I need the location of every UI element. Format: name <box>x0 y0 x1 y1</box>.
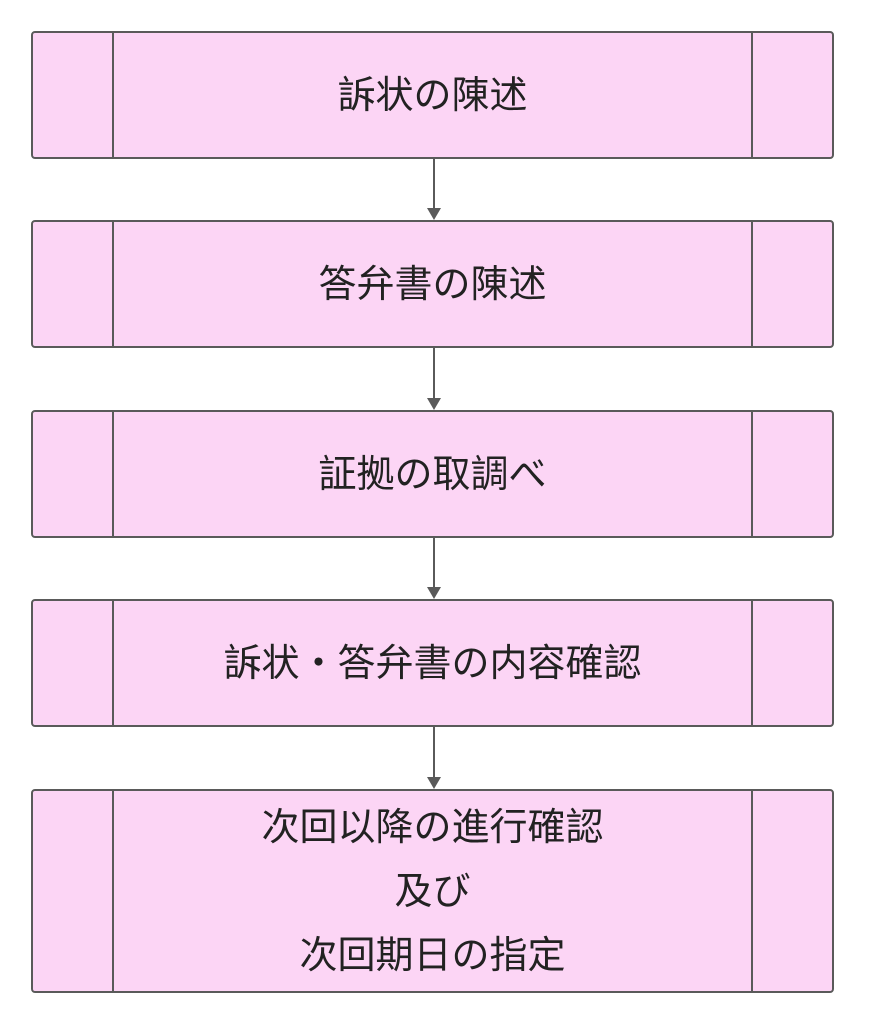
arrow-shaft <box>433 538 435 588</box>
arrow-head <box>427 777 441 789</box>
node-left-bar <box>112 412 114 536</box>
step-3-label: 証拠の取調べ <box>318 452 547 496</box>
node-right-bar <box>751 33 753 157</box>
node-right-bar <box>751 791 753 991</box>
arrow-1-to-2 <box>426 159 442 220</box>
node-left-bar <box>112 33 114 157</box>
arrow-head <box>427 398 441 410</box>
step-2-node: 答弁書の陳述 <box>31 220 834 348</box>
step-3-node: 証拠の取調べ <box>31 410 834 538</box>
arrow-4-to-5 <box>426 727 442 789</box>
step-2-label: 答弁書の陳述 <box>318 262 547 306</box>
arrow-shaft <box>433 727 435 778</box>
node-right-bar <box>751 222 753 346</box>
arrow-shaft <box>433 348 435 399</box>
node-left-bar <box>112 791 114 991</box>
node-right-bar <box>751 601 753 725</box>
arrow-head <box>427 587 441 599</box>
step-1-label: 訴状の陳述 <box>337 73 528 117</box>
node-right-bar <box>751 412 753 536</box>
step-5-node: 次回以降の進行確認 及び 次回期日の指定 <box>31 789 834 993</box>
node-left-bar <box>112 222 114 346</box>
arrow-3-to-4 <box>426 538 442 599</box>
arrow-2-to-3 <box>426 348 442 410</box>
arrow-head <box>427 208 441 220</box>
arrow-shaft <box>433 159 435 209</box>
node-left-bar <box>112 601 114 725</box>
step-5-label: 次回以降の進行確認 及び 次回期日の指定 <box>261 805 604 977</box>
step-4-node: 訴状・答弁書の内容確認 <box>31 599 834 727</box>
step-4-label: 訴状・答弁書の内容確認 <box>223 641 642 685</box>
step-1-node: 訴状の陳述 <box>31 31 834 159</box>
